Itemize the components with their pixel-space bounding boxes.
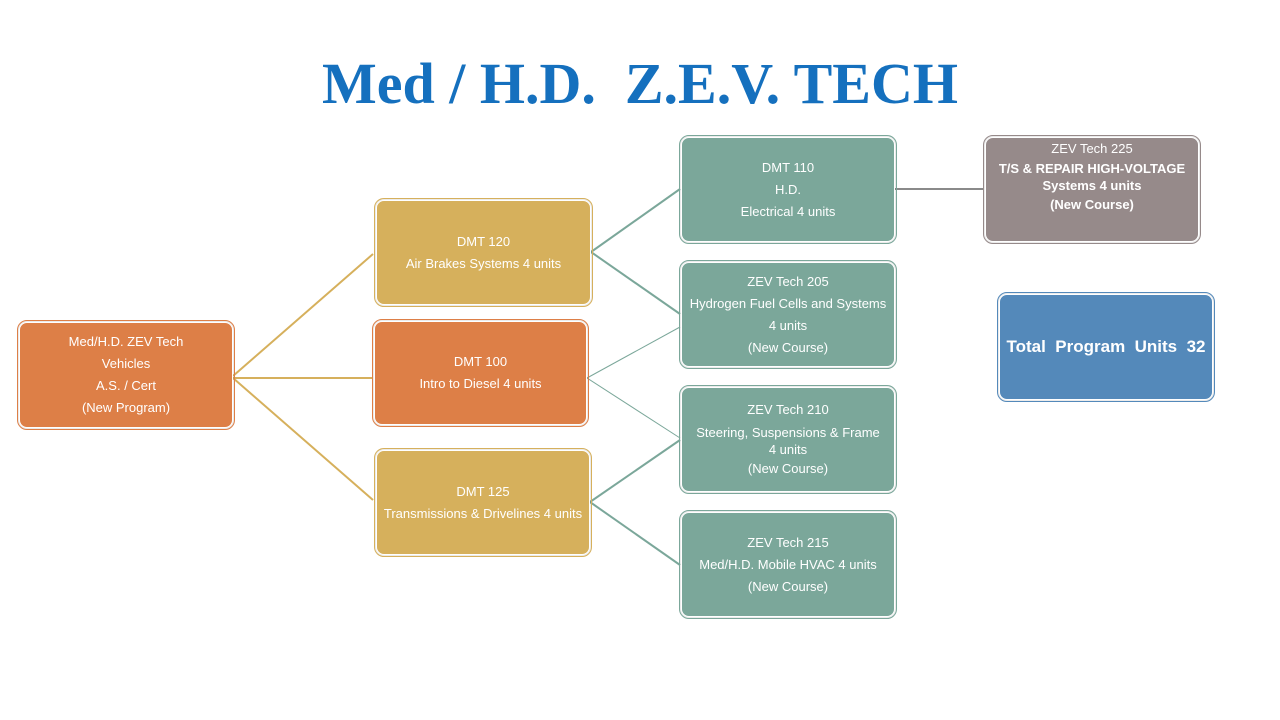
node-line: 4 units <box>768 317 808 333</box>
node-line: ZEV Tech 225 <box>1051 141 1133 156</box>
node-program-root: Med/H.D. ZEV Tech Vehicles A.S. / Cert (… <box>17 320 235 430</box>
node-zev210: ZEV Tech 210 Steering, Suspensions & Fra… <box>679 385 897 494</box>
node-line: Air Brakes Systems 4 units <box>405 255 562 271</box>
node-line: Steering, Suspensions & Frame <box>696 425 880 440</box>
connector-root-dmt120 <box>232 253 374 377</box>
connector-dmt125-zev215 <box>589 501 681 566</box>
node-line: DMT 110 <box>761 159 815 175</box>
node-zev205: ZEV Tech 205 Hydrogen Fuel Cells and Sys… <box>679 260 897 369</box>
node-line: ZEV Tech 210 <box>747 402 829 417</box>
node-line: H.D. <box>775 181 801 197</box>
node-line: DMT 100 <box>453 354 508 369</box>
node-line: (New Course) <box>747 461 829 476</box>
node-dmt125: DMT 125 Transmissions & Drivelines 4 uni… <box>374 448 592 557</box>
node-zev225: ZEV Tech 225 T/S & REPAIR HIGH-VOLTAGE S… <box>983 135 1201 244</box>
node-line: DMT 125 <box>456 483 510 499</box>
connector-dmt100-zev205 <box>586 326 681 379</box>
node-zev215: ZEV Tech 215 Med/H.D. Mobile HVAC 4 unit… <box>679 510 897 619</box>
connector-dmt120-dmt110 <box>590 188 681 253</box>
connector-dmt120-zev205 <box>590 251 681 315</box>
node-line: Med/H.D. Mobile HVAC 4 units <box>699 556 877 572</box>
node-line: ZEV Tech 205 <box>747 273 829 289</box>
node-line: ZEV Tech 215 <box>747 534 829 550</box>
page-title: Med / H.D. Z.E.V. TECH <box>322 51 958 116</box>
connector-root-dmt125 <box>232 377 374 501</box>
node-dmt110: DMT 110 H.D. Electrical 4 units <box>679 135 897 244</box>
node-dmt100: DMT 100 Intro to Diesel 4 units <box>372 319 589 427</box>
node-line: A.S. / Cert <box>96 378 156 393</box>
node-line: DMT 120 <box>456 233 511 249</box>
node-line: (New Course) <box>1050 197 1134 212</box>
node-line: 4 units <box>768 442 808 457</box>
total-units-label: Total Program Units 32 <box>1006 337 1206 356</box>
node-line: Intro to Diesel 4 units <box>419 376 542 391</box>
node-line: Vehicles <box>101 356 151 371</box>
node-line: (New Course) <box>747 339 829 355</box>
connector-dmt100-zev210 <box>586 377 681 439</box>
node-line: Hydrogen Fuel Cells and Systems <box>689 295 887 311</box>
node-line: Transmissions & Drivelines 4 units <box>383 505 583 521</box>
connector-dmt125-zev210 <box>589 439 681 503</box>
node-dmt120: DMT 120 Air Brakes Systems 4 units <box>374 198 593 307</box>
total-program-units: Total Program Units 32 <box>997 292 1215 402</box>
node-line: (New Course) <box>747 578 829 594</box>
node-line: Electrical 4 units <box>740 203 836 219</box>
node-line: Med/H.D. ZEV Tech <box>68 334 184 349</box>
node-line: Systems 4 units <box>1042 178 1142 193</box>
node-line: T/S & REPAIR HIGH-VOLTAGE <box>998 161 1186 176</box>
node-line: (New Program) <box>81 400 171 415</box>
